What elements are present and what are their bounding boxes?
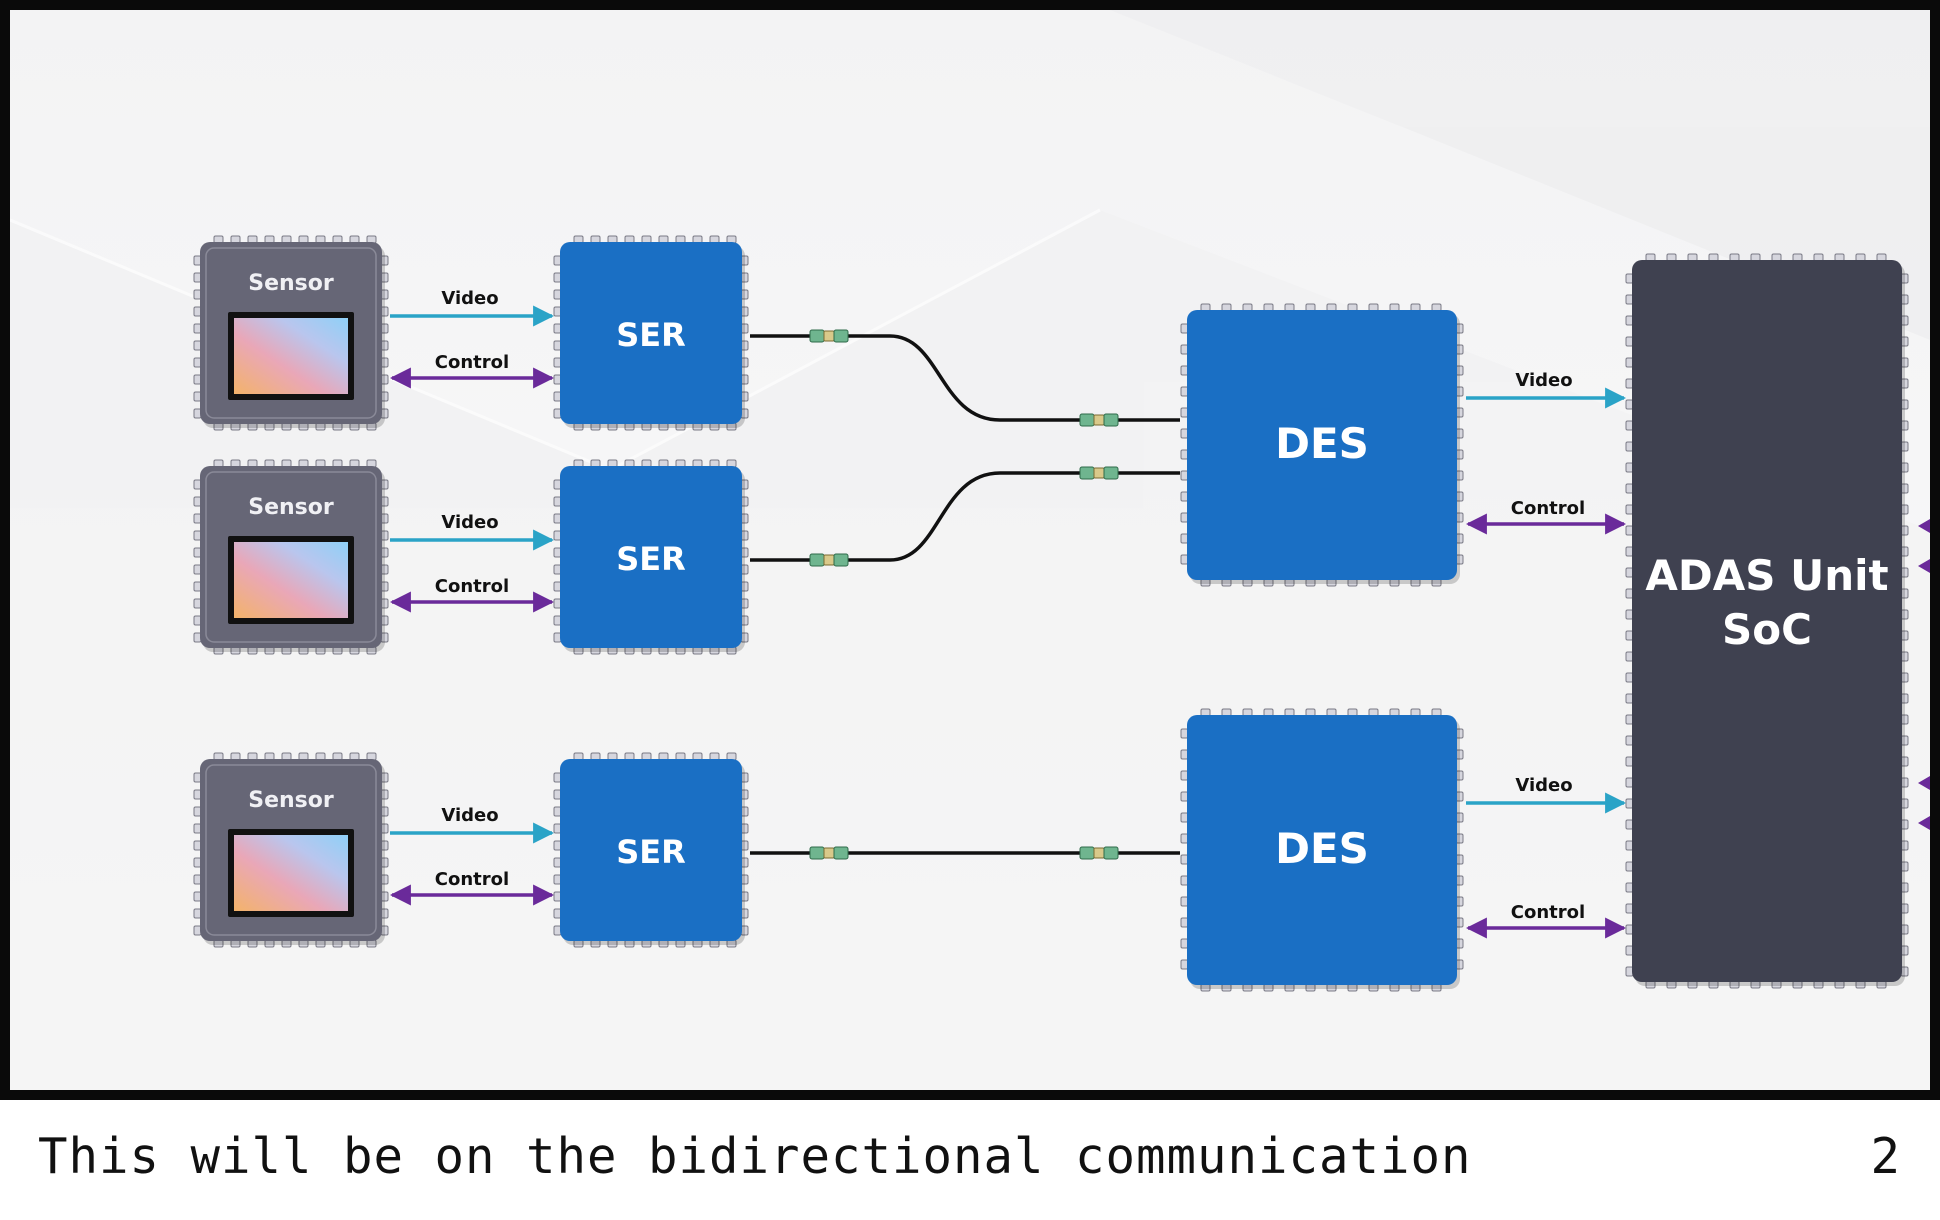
coax-connector [809,846,849,860]
ser-label: SER [616,833,686,871]
coax-connector [809,329,849,343]
control-stub-icon [1918,776,1930,790]
control-stub-icon [1918,816,1930,830]
video-label-ser-3: Video [441,805,498,826]
des-label: DES [1275,824,1369,873]
coax-connector [1079,413,1119,427]
coax-connector [809,553,849,567]
soc-label-line2: SoC [1722,605,1812,654]
ser-chip-3: SER [553,752,749,948]
control-label-des-2: Control [1511,902,1585,923]
sensor-chip-3: Sensor [193,752,389,948]
coax-cable-1 [750,334,1180,422]
control-label-ser-1: Control [435,352,509,373]
coax-connector [1079,466,1119,480]
video-label-des-1: Video [1515,370,1572,391]
video-label-ser-1: Video [441,288,498,309]
page-number: 2 [1870,1128,1900,1185]
ser-chip-2: SER [553,459,749,655]
control-label-des-1: Control [1511,498,1585,519]
ser-label: SER [616,316,686,354]
des-chip-2: DES [1180,708,1464,992]
des-chip-1: DES [1180,303,1464,587]
control-label-ser-3: Control [435,869,509,890]
caption-text: This will be on the bidirectional commun… [38,1128,1472,1185]
video-label-des-2: Video [1515,775,1572,796]
coax-connector [1079,846,1119,860]
control-stub-icon [1918,559,1930,573]
ser-chip-1: SER [553,235,749,431]
coax-cable-2 [750,471,1180,562]
sensor-label: Sensor [248,788,334,813]
control-label-ser-2: Control [435,576,509,597]
sensor-label: Sensor [248,495,334,520]
control-stub-icon [1918,519,1930,533]
ser-label: SER [616,540,686,578]
architecture-diagram: VideoControlVideoControlVideoControlVide… [10,10,1930,1090]
video-label-ser-2: Video [441,512,498,533]
sensor-chip-2: Sensor [193,459,389,655]
des-label: DES [1275,419,1369,468]
soc-label-line1: ADAS Unit [1645,551,1888,600]
sensor-label: Sensor [248,271,334,296]
sensor-chip-1: Sensor [193,235,389,431]
